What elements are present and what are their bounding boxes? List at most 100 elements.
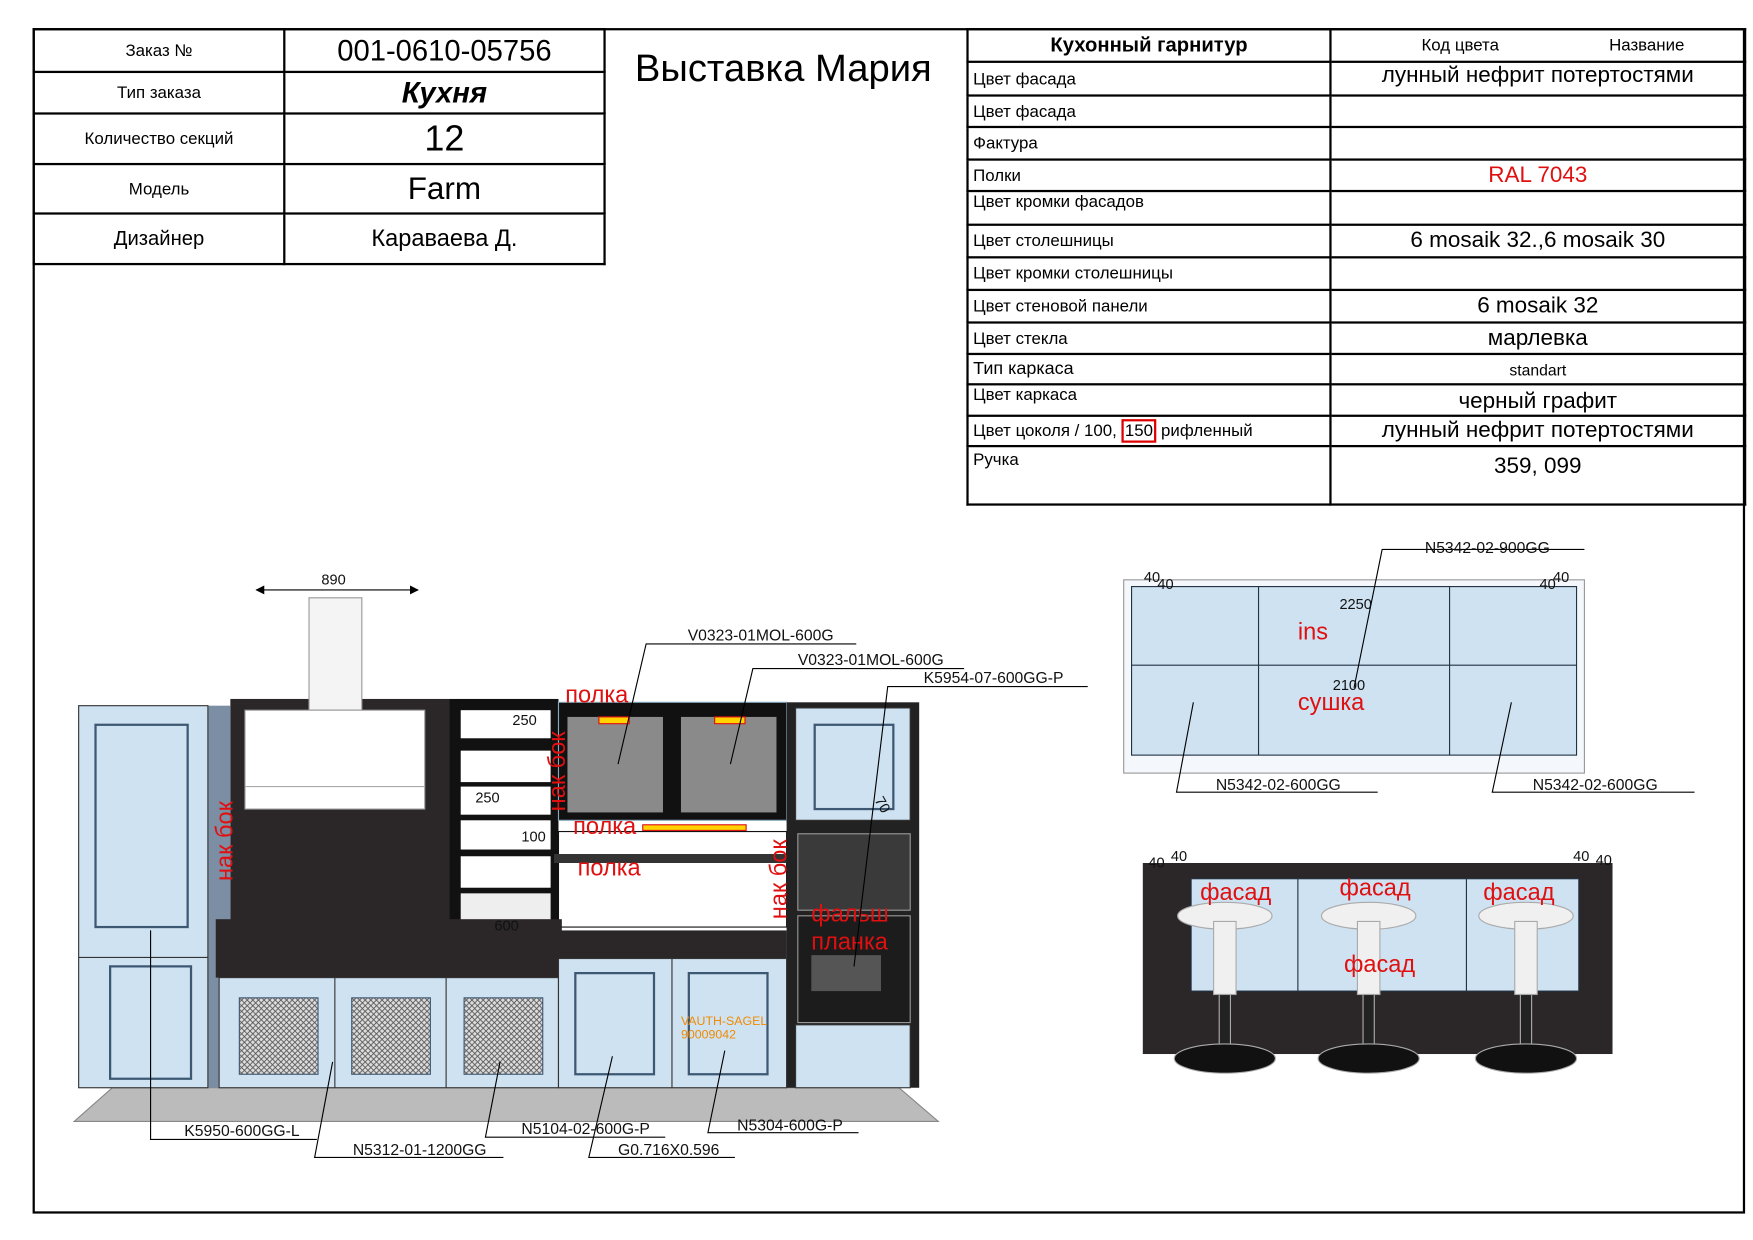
part-code: N5312-01-1200GG [353,1142,487,1159]
part-code: V0323-01MOL-600G [798,652,944,669]
model-label: Модель [32,162,286,215]
spec-table: Кухонный гарнитур Код цвета Название Цвет… [966,28,1747,506]
dim: 40 [1144,570,1160,586]
spec-label: Полки [966,158,1332,193]
page-frame [32,28,1746,1214]
hood [244,709,426,810]
spec-header: Кухонный гарнитур [966,28,1332,63]
spec-label: Цвет фасада [966,60,1332,97]
spec-label-suffix: рифленный [1161,421,1253,441]
dim: 40 [1596,853,1612,869]
spec-label: Фактура [966,125,1332,161]
note-false-panel: планка [811,929,888,955]
note-shelf: полка [565,681,629,707]
part-code: N5342-02-900GG [1425,540,1550,557]
col-name: Название [1609,35,1685,56]
countertop [215,919,562,978]
spec-value: лунный нефрит потертостями [1329,60,1747,97]
bar-stools [1173,901,1578,1074]
dim-shelf: 250 [475,790,499,806]
spec-value: RAL 7043 [1329,158,1747,193]
bar-front-view: 40 40 40 40 фасад фасад фасад фасад [1142,849,1613,1074]
dim: 40 [1573,849,1589,865]
spec-label: Цвет кромки фасадов [966,189,1332,226]
page-title: Выставка Мария [634,47,932,90]
plinth-height-highlight: 150 [1121,419,1157,443]
dim-sink: 600 [494,918,518,934]
plinth [72,1087,940,1123]
order-label: Заказ № [32,28,286,74]
order-type: Кухня [283,70,606,115]
dim: 40 [1157,577,1173,593]
spec-value: 6 mosaik 32.,6 mosaik 30 [1329,223,1747,259]
note-facade: фасад [1200,879,1271,905]
spec-value: 6 mosaik 32 [1329,288,1747,324]
sections-label: Количество секций [32,112,286,166]
note-shelf: полка [573,813,637,839]
spec-label: Тип каркаса [966,352,1332,386]
dim-oven: 70 [871,794,893,816]
note-facade: фасад [1339,875,1410,901]
dim: 40 [1148,855,1164,871]
dim-hood: 890 [321,572,345,588]
dim: 40 [1539,577,1555,593]
spec-label: Цвет каркаса [966,383,1332,417]
base-cabinets [218,957,788,1089]
part-code: N5342-02-600GG [1533,777,1658,794]
spec-value [1329,94,1747,129]
spec-label: Цвет кромки столешницы [966,256,1332,292]
bar-top-view: N5342-02-900GG N5342-02-600GG N5342-02-6… [1123,540,1695,794]
note-facade: фасад [1344,951,1415,977]
spec-label: Цвет цоколя / 100, [973,421,1117,441]
model-value: Farm [283,162,606,215]
order-number: 001-0610-05756 [283,28,606,74]
sections-count: 12 [283,112,606,166]
spec-label: Цвет стеновой панели [966,288,1332,324]
spec-value: лунный нефрит потертостями [1329,414,1747,448]
hood-chimney [308,597,363,711]
glass-door [567,716,663,813]
designer-label: Дизайнер [32,212,286,266]
order-type-label: Тип заказа [32,70,286,115]
vauth-number: 90009042 [681,1027,736,1041]
part-code: K5954-07-600GG-P [924,670,1064,687]
part-code: G0.716X0.596 [618,1142,720,1159]
part-code: N5342-02-600GG [1216,777,1341,794]
dim-shelf: 250 [512,713,536,729]
tall-cabinet-left [78,705,209,1089]
note-ins: ins [1298,618,1328,644]
dim-shelf: 100 [521,830,545,846]
spec-label: Цвет фасада [966,94,1332,129]
note-side: нак бок [544,731,570,812]
part-code: N5104-02-600G-P [521,1121,649,1138]
kitchen-front-view: 890 250 250 100 600 70 полка полка полка… [72,572,1088,1159]
col-code: Код цвета [1421,35,1499,56]
spec-value: марлевка [1329,321,1747,356]
spec-value [1329,189,1747,226]
note-false-panel: фальш [811,900,888,926]
glass-door [680,716,777,813]
part-code: V0323-01MOL-600G [688,628,834,645]
coffee-machine [797,833,911,911]
note-dryer: сушка [1298,689,1365,715]
dim: 2100 [1333,678,1365,694]
part-code: K5950-600GG-L [184,1123,300,1140]
spec-label: Цвет стекла [966,321,1332,356]
note-side: нак бок [766,839,792,920]
spec-value [1329,256,1747,292]
spec-label: Ручка [966,444,1332,506]
spec-value: 359, 099 [1329,444,1747,506]
note-facade: фасад [1483,879,1554,905]
note-side: нак бок [212,800,238,881]
spec-value: standart [1329,352,1747,386]
dim: 2250 [1339,597,1371,613]
dim: 40 [1171,849,1187,865]
spec-value: черный графит [1329,383,1747,417]
designer-value: Караваева Д. [283,212,606,266]
vauth-label: VAUTH-SAGEL [681,1014,767,1028]
spec-value [1329,125,1747,161]
note-shelf: полка [578,854,642,880]
dim: 40 [1553,570,1569,586]
